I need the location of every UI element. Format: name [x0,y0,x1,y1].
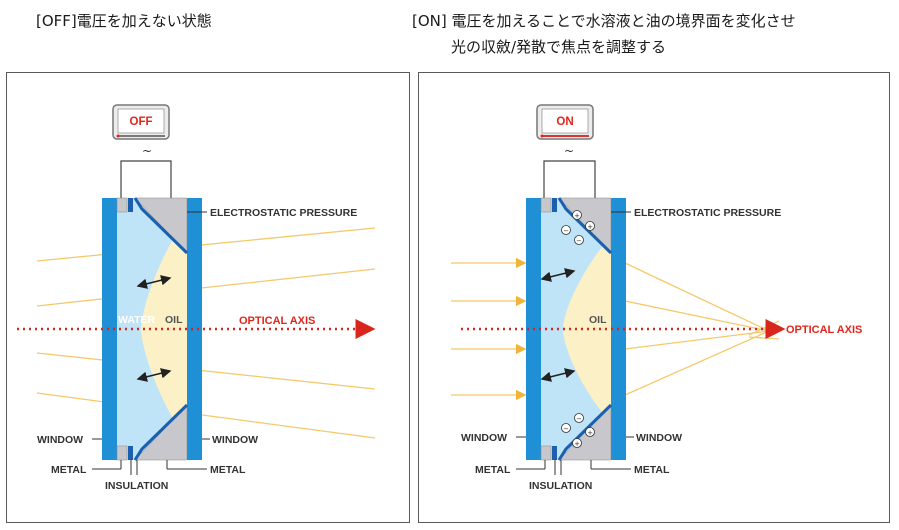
insulation-label: INSULATION [529,480,592,492]
ac-symbol: ~ [142,144,152,158]
off-state-panel: OFF ~ WATER OIL OPTICAL AXIS ELECTROSTAT… [6,72,410,523]
optical-axis-label: OPTICAL AXIS [786,324,862,336]
metal-right-label: METAL [210,464,246,476]
optical-axis-label: OPTICAL AXIS [239,315,315,327]
svg-text:+: + [587,429,593,437]
liquid-lens-cell [102,197,202,461]
svg-text:+: + [587,223,593,231]
off-diagram: OFF ~ WATER OIL OPTICAL AXIS ELECTROSTAT… [17,104,376,492]
monitor-icon: ON [536,104,594,140]
water-label: WATER [118,314,156,326]
interface-arrow-upper [540,268,576,282]
svg-text:−: − [576,415,582,423]
ac-symbol: ~ [564,144,574,158]
electrostatic-pressure-label: ELECTROSTATIC PRESSURE [634,207,781,219]
caption-off: [OFF]電圧を加えない状態 [36,12,212,30]
interface-arrow-lower [540,368,576,382]
insulation-label: INSULATION [105,480,168,492]
oil-label: OIL [589,314,607,326]
on-diagram: ON ~ + + − [451,104,862,492]
on-state-panel: ON ~ + + − [418,72,890,523]
window-right-label: WINDOW [212,434,258,446]
caption-on-line1: [ON] 電圧を加えることで水溶液と油の境界面を変化させ [412,12,796,30]
metal-right-label: METAL [634,464,670,476]
light-rays [36,227,376,439]
oil-label: OIL [165,314,183,326]
caption-on-line2: 光の収斂/発散で焦点を調整する [451,38,667,56]
window-left-label: WINDOW [37,434,83,446]
monitor-status-label: ON [556,116,573,128]
window-left-label: WINDOW [461,432,507,444]
svg-text:+: + [574,212,580,220]
svg-text:−: − [576,237,582,245]
interface-arrow-lower [136,368,172,382]
metal-left-label: METAL [51,464,87,476]
svg-text:+: + [574,440,580,448]
power-wire [120,160,172,198]
electrostatic-pressure-label: ELECTROSTATIC PRESSURE [210,207,357,219]
power-wire [543,160,596,198]
metal-left-label: METAL [475,464,511,476]
svg-text:−: − [563,425,569,433]
window-right-label: WINDOW [636,432,682,444]
monitor-icon: OFF [112,104,170,140]
monitor-status-label: OFF [130,116,153,128]
window-left [102,198,117,460]
window-right [187,198,202,460]
interface-arrow-upper [136,275,172,289]
charge-markers: + + − − − − + + [561,210,595,448]
svg-text:−: − [563,227,569,235]
